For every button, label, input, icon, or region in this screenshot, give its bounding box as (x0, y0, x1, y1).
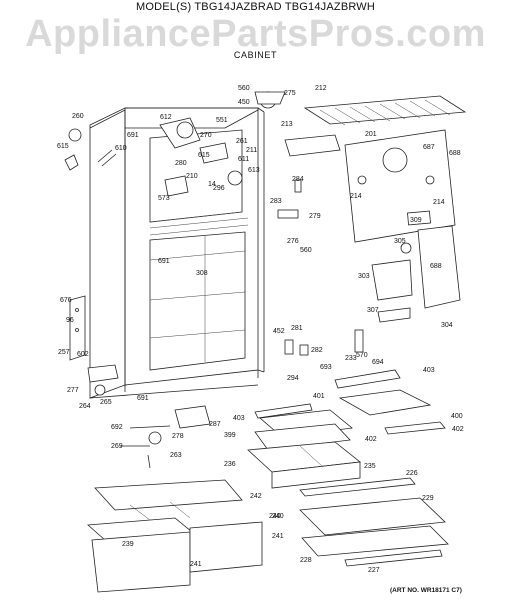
part-label-687: 687 (423, 144, 435, 151)
part-label-400: 400 (451, 413, 463, 420)
part-label-287: 287 (209, 421, 221, 428)
part-label-688: 688 (430, 263, 442, 270)
cabinet-body (89, 107, 265, 399)
watermark-logo: AppliancePartsPros.com (25, 13, 486, 55)
part-label-280: 280 (175, 160, 187, 167)
part-label-277: 277 (67, 387, 79, 394)
part-label-269: 269 (111, 443, 123, 450)
part-label-265: 265 (100, 399, 112, 406)
section-title: CABINET (233, 50, 278, 60)
part-label-235: 235 (364, 463, 376, 470)
part-label-227: 227 (368, 567, 380, 574)
part-label-399: 399 (224, 432, 236, 439)
part-label-307: 307 (367, 307, 379, 314)
part-label-211: 211 (246, 147, 257, 154)
part-label-241: 241 (272, 533, 284, 540)
hinge-bracket-left (64, 128, 119, 396)
part-label-210: 210 (186, 173, 198, 180)
part-label-612: 612 (160, 114, 172, 121)
part-label-694: 694 (372, 359, 384, 366)
part-label-691: 691 (158, 258, 170, 265)
part-label-403: 403 (233, 415, 245, 422)
part-label-688: 688 (449, 150, 461, 157)
part-label-304: 304 (441, 322, 453, 329)
part-label-308: 308 (196, 270, 208, 277)
glass-shelves (254, 369, 446, 451)
part-label-240: 240 (269, 513, 281, 520)
part-label-676: 676 (60, 297, 72, 304)
part-label-309: 309 (410, 217, 422, 224)
part-label-226: 226 (406, 470, 418, 477)
part-label-303: 303 (358, 273, 370, 280)
part-label-213: 213 (281, 121, 293, 128)
wire-shelf-top (303, 95, 467, 126)
part-label-283: 283 (270, 198, 282, 205)
part-label-257: 257 (58, 349, 70, 356)
part-label-275: 275 (284, 90, 296, 97)
part-label-305: 305 (394, 238, 406, 245)
part-label-241: 241 (190, 561, 202, 568)
part-label-236: 236 (224, 461, 236, 468)
part-label-239: 239 (122, 541, 134, 548)
part-label-14: 14 (208, 181, 216, 188)
lower-shelf (299, 477, 449, 567)
part-label-613: 613 (248, 167, 260, 174)
part-label-560: 560 (300, 247, 312, 254)
part-label-214: 214 (350, 193, 362, 200)
part-label-278: 278 (172, 433, 184, 440)
part-label-284: 284 (292, 176, 304, 183)
mid-small-parts (277, 179, 364, 356)
hardware-bottom-left (120, 405, 211, 469)
part-label-201: 201 (365, 131, 377, 138)
part-label-263: 263 (170, 452, 182, 459)
part-label-264: 264 (79, 403, 91, 410)
part-label-402: 402 (365, 436, 377, 443)
part-label-228: 228 (300, 557, 312, 564)
part-label-403: 403 (423, 367, 435, 374)
part-label-573: 573 (158, 195, 170, 202)
part-label-691: 691 (137, 395, 149, 402)
back-panel (344, 129, 456, 243)
part-label-240: 240 (272, 513, 284, 520)
crisper-frame (247, 441, 362, 489)
part-label-611: 611 (238, 156, 249, 163)
part-label-281: 281 (291, 325, 303, 332)
part-label-233: 233 (345, 355, 357, 362)
part-label-602: 602 (77, 351, 89, 358)
part-label-294: 294 (287, 375, 299, 382)
part-label-401: 401 (313, 393, 325, 400)
part-label-692: 692 (111, 424, 123, 431)
part-label-693: 693 (320, 364, 332, 371)
part-label-282: 282 (311, 347, 323, 354)
rail-213 (284, 134, 341, 157)
part-label-279: 279 (309, 213, 321, 220)
part-label-261: 261 (236, 138, 248, 145)
part-label-260: 260 (72, 113, 84, 120)
storage-pans (87, 479, 263, 593)
part-label-270: 270 (200, 132, 212, 139)
part-label-229: 229 (422, 495, 434, 502)
part-label-402: 402 (452, 426, 464, 433)
art-number: (ART NO. WR18171 C7) (390, 587, 462, 594)
part-label-570: 570 (356, 352, 368, 359)
model-title: MODEL(S) TBG14JAZBRAD TBG14JAZBRWH (135, 1, 376, 13)
part-label-610: 610 (115, 145, 127, 152)
part-label-296: 296 (213, 185, 225, 192)
part-label-615: 615 (57, 143, 69, 150)
control-cluster (159, 91, 286, 197)
part-label-615: 615 (198, 152, 210, 159)
part-label-242: 242 (250, 493, 262, 500)
part-label-452: 452 (273, 328, 285, 335)
part-labels: 560 275 450 212 260 612 551 691 615 610 270 261 211 2… (57, 85, 464, 574)
duct-assembly (371, 225, 461, 323)
part-label-450: 450 (238, 99, 250, 106)
part-label-551: 551 (216, 117, 228, 124)
part-label-212: 212 (315, 85, 327, 92)
part-label-691: 691 (127, 132, 139, 139)
part-label-560: 560 (238, 85, 250, 92)
part-label-214: 214 (433, 199, 445, 206)
part-label-276: 276 (287, 238, 299, 245)
part-label-96: 96 (66, 317, 74, 324)
